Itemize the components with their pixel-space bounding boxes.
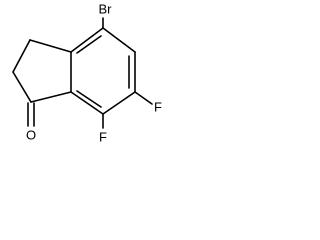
bond-c2-c1 bbox=[12, 71, 32, 103]
bromine-label: Br bbox=[99, 1, 113, 16]
bond-c1-c7a bbox=[30, 91, 72, 103]
bond-c3a-c4 bbox=[70, 27, 104, 53]
oxygen-label: O bbox=[26, 127, 36, 142]
fluorine-label-upper: F bbox=[154, 99, 162, 114]
chemical-structure-diagram: Br F F O bbox=[12, 1, 162, 144]
bond-c6-f bbox=[134, 91, 153, 105]
bond-c7-c7a bbox=[70, 91, 104, 115]
bond-c3a-c4-inner bbox=[76, 35, 102, 54]
bond-c3-c2 bbox=[12, 39, 31, 73]
bond-c4-c5 bbox=[102, 27, 136, 53]
fluorine-label-lower: F bbox=[99, 129, 107, 144]
bond-c3a-c3 bbox=[29, 39, 72, 53]
bond-c7-c7a-inner bbox=[76, 90, 102, 108]
bond-c6-c7 bbox=[102, 91, 136, 115]
